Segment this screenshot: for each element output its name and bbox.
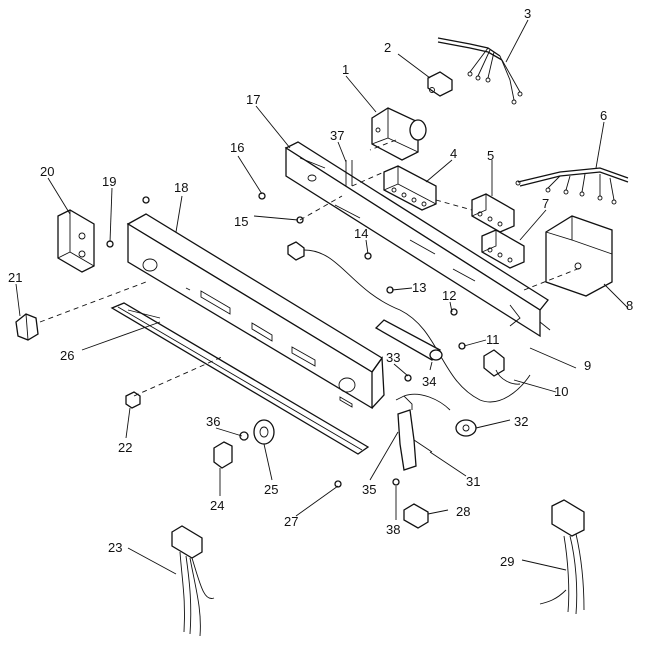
- leader-lines: [15, 19, 629, 575]
- callout-1: 1: [342, 62, 349, 77]
- clip: [427, 71, 453, 97]
- callout-7: 7: [542, 196, 549, 211]
- alignment-lines: [39, 139, 581, 397]
- callout-18: 18: [174, 180, 188, 195]
- knob-25: [253, 419, 275, 445]
- switch-block: [383, 165, 437, 211]
- callout-38: 38: [386, 522, 400, 537]
- callout-27: 27: [284, 514, 298, 529]
- callout-8: 8: [626, 298, 633, 313]
- callout-5: 5: [487, 148, 494, 163]
- switch-28: [403, 503, 429, 529]
- callout-14: 14: [354, 226, 368, 241]
- callout-29: 29: [500, 554, 514, 569]
- knob-24: [213, 441, 233, 469]
- callout-10: 10: [554, 384, 568, 399]
- callout-11: 11: [486, 332, 500, 347]
- callout-21: 21: [8, 270, 22, 285]
- callout-17: 17: [246, 92, 260, 107]
- fastener-22: [125, 391, 141, 409]
- callout-26: 26: [60, 348, 74, 363]
- control-panel: [126, 213, 385, 410]
- trim-strip: [110, 302, 370, 455]
- callout-4: 4: [450, 146, 457, 161]
- wire-harness-right: [515, 167, 629, 205]
- control-box: [545, 215, 613, 297]
- wire-harness-top: [437, 37, 523, 105]
- callout-3: 3: [524, 6, 531, 21]
- callout-2: 2: [384, 40, 391, 55]
- callout-31: 31: [466, 474, 480, 489]
- callout-35: 35: [362, 482, 376, 497]
- callout-6: 6: [600, 108, 607, 123]
- callout-33: 33: [386, 350, 400, 365]
- callout-labels: 1 2 3 4 5 6 7 8 9 10 11 12 13 14 15 16 1…: [8, 6, 633, 569]
- callout-36: 36: [206, 414, 220, 429]
- knob-21: [15, 313, 39, 341]
- wire-harness-29: [539, 499, 585, 615]
- wire-lead-10: [287, 241, 531, 403]
- callout-9: 9: [584, 358, 591, 373]
- callout-19: 19: [102, 174, 116, 189]
- switch-5: [471, 193, 515, 233]
- timer: [371, 107, 427, 161]
- switch-32: [455, 419, 477, 437]
- callout-32: 32: [514, 414, 528, 429]
- callout-34: 34: [422, 374, 436, 389]
- callout-15: 15: [234, 214, 248, 229]
- callout-13: 13: [412, 280, 426, 295]
- screw-36: [239, 431, 249, 441]
- callout-23: 23: [108, 540, 122, 555]
- callout-24: 24: [210, 498, 224, 513]
- switch-7: [481, 229, 525, 269]
- bracket-20: [57, 209, 95, 273]
- callout-37: 37: [330, 128, 344, 143]
- callout-28: 28: [456, 504, 470, 519]
- callout-16: 16: [230, 140, 244, 155]
- callout-25: 25: [264, 482, 278, 497]
- wire-harness-23: [171, 525, 215, 637]
- back-bracket: [284, 141, 551, 338]
- bracket-31: [395, 393, 451, 471]
- rod: [374, 319, 443, 361]
- callout-22: 22: [118, 440, 132, 455]
- callout-20: 20: [40, 164, 54, 179]
- callout-12: 12: [442, 288, 456, 303]
